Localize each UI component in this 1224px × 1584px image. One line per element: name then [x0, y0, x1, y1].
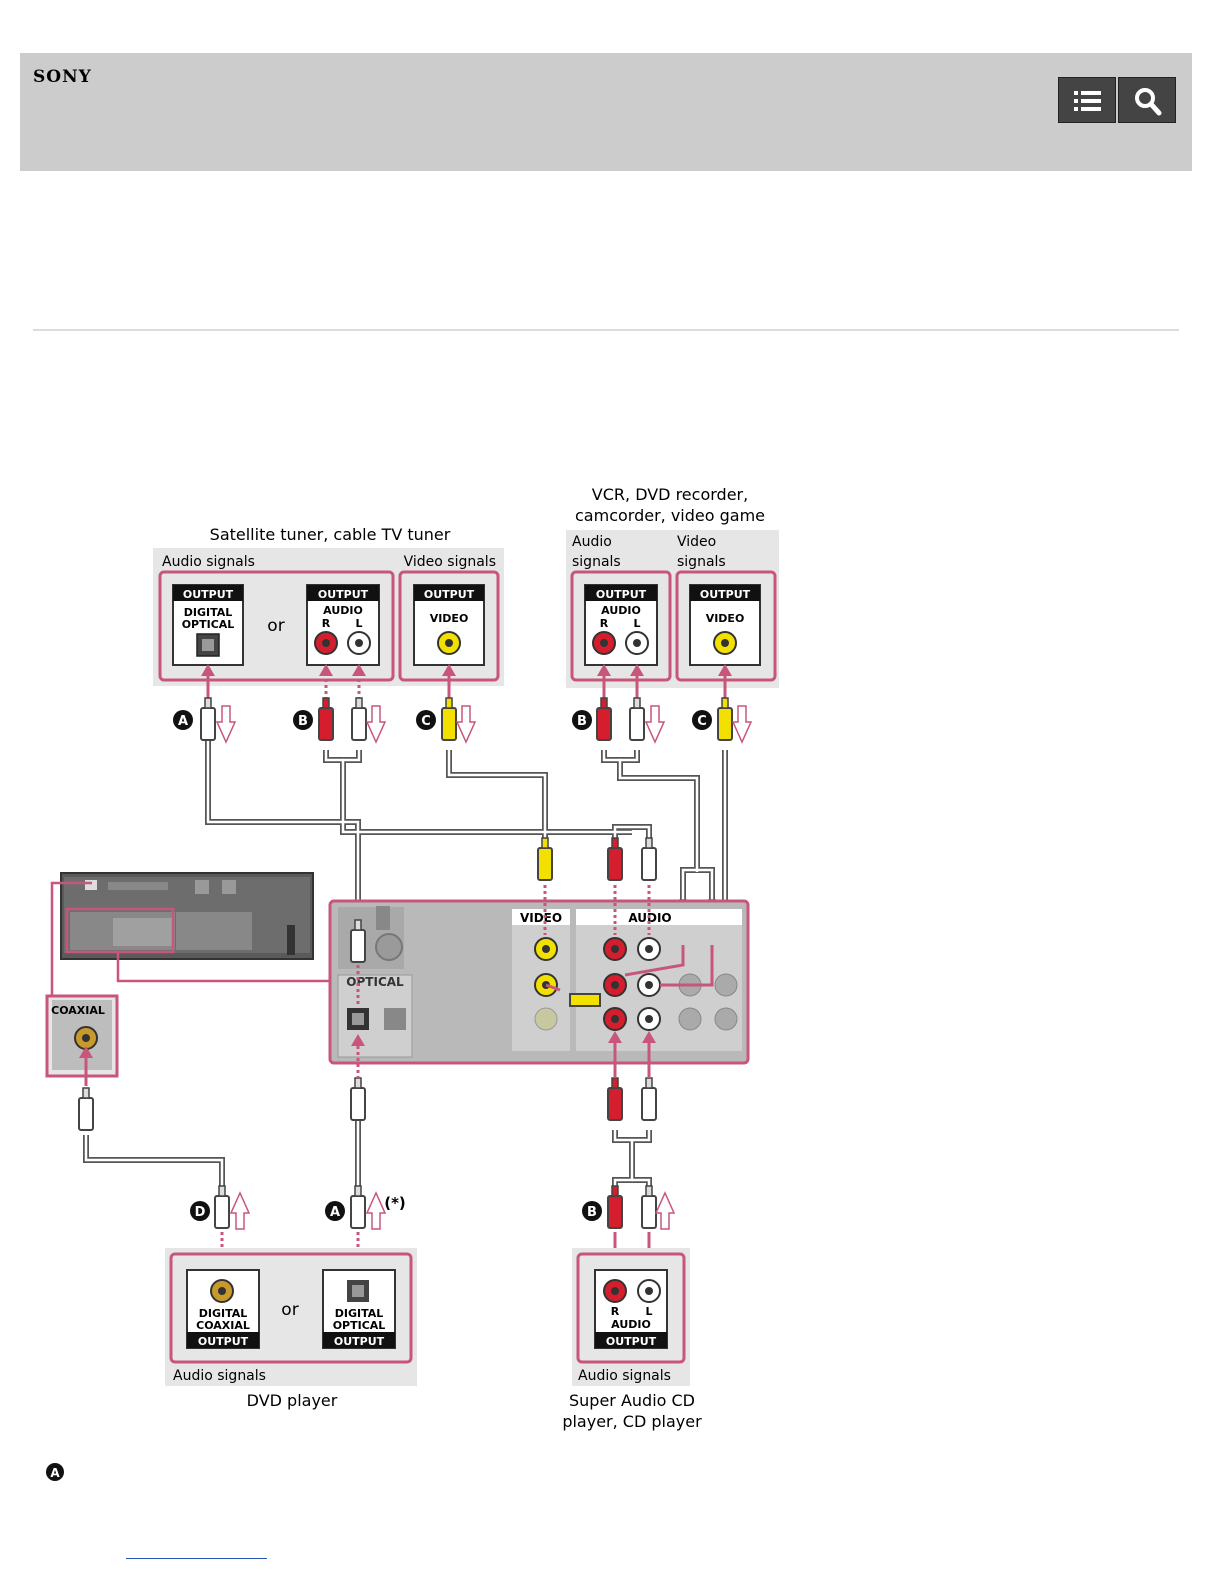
svg-text:A: A [50, 1466, 60, 1480]
vcr-device-title-line2: camcorder, video game [575, 506, 765, 525]
satellite-device-title: Satellite tuner, cable TV tuner [210, 525, 451, 544]
svg-text:A: A [330, 1205, 340, 1220]
svg-text:L: L [633, 617, 640, 630]
dvd-audio-frame [169, 1252, 413, 1364]
svg-text:OUTPUT: OUTPUT [334, 1335, 385, 1348]
svg-text:B: B [577, 714, 587, 729]
svg-text:A: A [178, 714, 188, 729]
receiver-rear-panel: OPTICAL VIDEO AUDIO [328, 899, 750, 1065]
cd-device-title-line1: Super Audio CD [569, 1391, 695, 1410]
svg-text:B: B [298, 714, 308, 729]
svg-text:DIGITAL: DIGITAL [335, 1307, 384, 1320]
table-of-contents-button[interactable] [1058, 77, 1116, 123]
svg-text:C: C [421, 714, 431, 729]
dvd-optical-output: DIGITAL OPTICAL OUTPUT [322, 1269, 396, 1349]
vcr-video-label: Video [677, 534, 716, 550]
svg-text:OUTPUT: OUTPUT [318, 588, 369, 601]
svg-text:OUTPUT: OUTPUT [700, 588, 751, 601]
zoom-connector [116, 952, 330, 983]
marker-b-satellite: B [293, 710, 313, 730]
site-header: SONY [20, 53, 1192, 171]
cd-audio-signals-label: Audio signals [578, 1368, 671, 1384]
svg-text:OPTICAL: OPTICAL [346, 975, 404, 989]
svg-text:C: C [697, 714, 707, 729]
vcr-audio-signals-label: signals [572, 554, 621, 570]
marker-c-satellite: C [416, 710, 436, 730]
svg-text:AUDIO: AUDIO [611, 1318, 651, 1331]
svg-text:R: R [600, 617, 609, 630]
svg-text:VIDEO: VIDEO [706, 612, 745, 625]
cd-audio-frame [576, 1252, 686, 1364]
dvd-coaxial-output: DIGITAL COAXIAL OUTPUT [186, 1269, 260, 1349]
svg-text:B: B [587, 1205, 597, 1220]
vcr-video-plug [569, 993, 601, 1007]
dvd-audio-signals-label: Audio signals [173, 1368, 266, 1384]
vcr-video-output: OUTPUT VIDEO [689, 584, 761, 666]
receiver-rear-thumbnail [60, 872, 314, 960]
svg-text:L: L [355, 617, 362, 630]
search-icon [1135, 88, 1162, 116]
svg-text:VIDEO: VIDEO [430, 612, 469, 625]
sony-logo: SONY [33, 67, 92, 87]
satellite-analog-output: OUTPUT AUDIO R L [306, 584, 380, 666]
marker-c-vcr: C [692, 710, 712, 730]
cd-device-title-line2: player, CD player [562, 1412, 702, 1431]
dvd-or-label: or [281, 1300, 298, 1320]
section-divider [33, 329, 1179, 331]
satellite-optical-output: OUTPUT DIGITAL OPTICAL [172, 584, 244, 666]
svg-text:OUTPUT: OUTPUT [606, 1335, 657, 1348]
satellite-audio-signals-label: Audio signals [162, 554, 255, 570]
svg-text:DIGITAL: DIGITAL [199, 1307, 248, 1320]
marker-a-top: A [173, 710, 193, 730]
coaxial-zoom-connector [50, 881, 92, 995]
svg-text:OPTICAL: OPTICAL [182, 618, 235, 631]
vcr-audio-output: OUTPUT AUDIO R L [584, 584, 658, 666]
legend-marker-a: A [46, 1463, 64, 1481]
svg-text:L: L [645, 1305, 652, 1318]
svg-text:D: D [195, 1205, 206, 1220]
footer-link[interactable] [126, 1558, 267, 1559]
svg-text:OUTPUT: OUTPUT [424, 588, 475, 601]
connection-diagram: Satellite tuner, cable TV tuner Audio si… [45, 485, 779, 1431]
coaxial-input-panel: COAXIAL [45, 994, 119, 1078]
svg-text:OUTPUT: OUTPUT [198, 1335, 249, 1348]
marker-a-dvd: A [325, 1201, 345, 1221]
svg-text:OPTICAL: OPTICAL [333, 1319, 386, 1332]
svg-text:COAXIAL: COAXIAL [51, 1004, 105, 1017]
satellite-video-signals-label: Video signals [404, 554, 496, 570]
asterisk-note: (*) [384, 1194, 406, 1212]
marker-d-dvd: D [190, 1201, 210, 1221]
dvd-device-title: DVD player [247, 1391, 338, 1410]
marker-b-cd: B [582, 1201, 602, 1221]
svg-text:R: R [611, 1305, 620, 1318]
receiver-input-arrows [356, 885, 714, 1005]
svg-text:R: R [322, 617, 331, 630]
svg-text:DIGITAL: DIGITAL [184, 606, 233, 619]
vcr-device-title-line1: VCR, DVD recorder, [592, 485, 748, 504]
svg-text:AUDIO: AUDIO [601, 604, 641, 617]
svg-text:VIDEO: VIDEO [520, 911, 562, 925]
satellite-video-output: OUTPUT VIDEO [413, 584, 485, 666]
vcr-video-signals-label: signals [677, 554, 726, 570]
svg-text:AUDIO: AUDIO [323, 604, 363, 617]
svg-text:COAXIAL: COAXIAL [196, 1319, 250, 1332]
vcr-audio-frame [570, 570, 672, 682]
search-button[interactable] [1118, 77, 1176, 123]
satellite-or-label: or [267, 616, 284, 636]
marker-b-vcr: B [572, 710, 592, 730]
satellite-audio-frame [158, 570, 395, 682]
list-icon [1074, 91, 1101, 111]
vcr-audio-label: Audio [572, 534, 612, 550]
svg-text:OUTPUT: OUTPUT [183, 588, 234, 601]
cd-audio-output: R L AUDIO OUTPUT [594, 1269, 668, 1349]
svg-text:OUTPUT: OUTPUT [596, 588, 647, 601]
